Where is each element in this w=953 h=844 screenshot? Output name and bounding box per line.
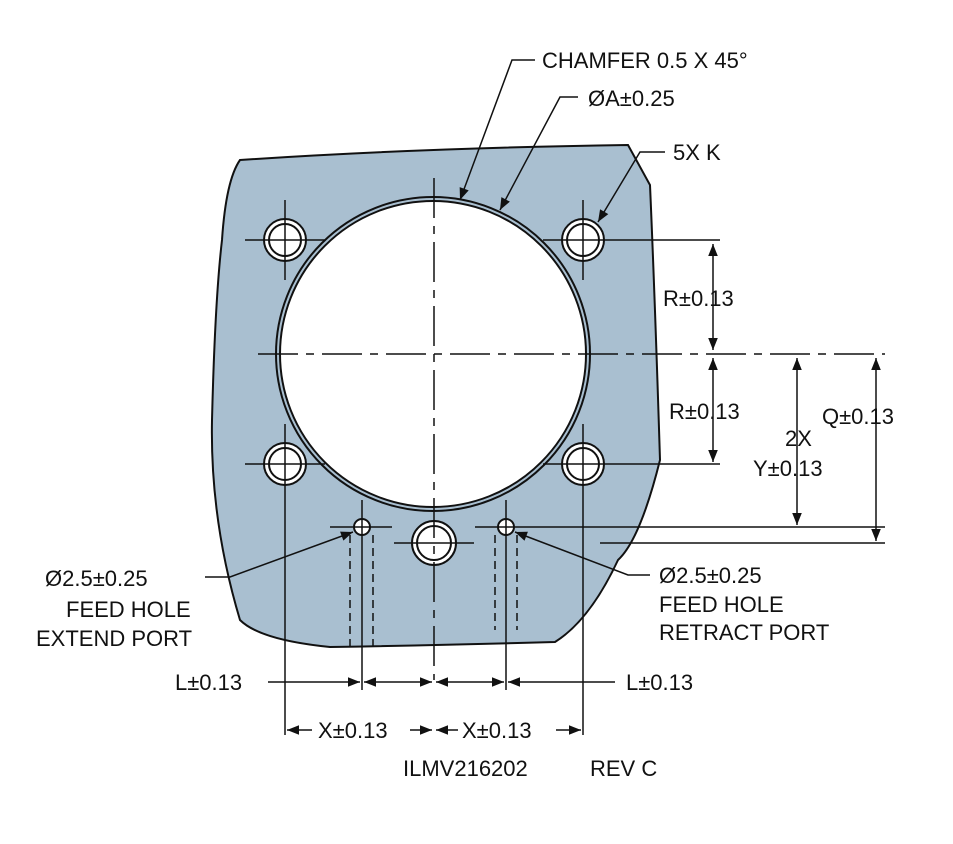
revision: REV C [590, 756, 657, 781]
feed-left-line2: EXTEND PORT [36, 626, 192, 651]
r-top-label: R±0.13 [663, 286, 734, 311]
x-right-label: X±0.13 [462, 718, 532, 743]
feed-right-line2: RETRACT PORT [659, 620, 829, 645]
dimension-lines [205, 59, 881, 735]
holes-k-label: 5X K [673, 140, 721, 165]
l-right-label: L±0.13 [626, 670, 693, 695]
feed-right-dia: Ø2.5±0.25 [659, 563, 762, 588]
l-left-label: L±0.13 [175, 670, 242, 695]
part-number: ILMV216202 [403, 756, 528, 781]
q-label: Q±0.13 [822, 404, 894, 429]
x-left-label: X±0.13 [318, 718, 388, 743]
chamfer-label: CHAMFER 0.5 X 45° [542, 48, 748, 73]
diameter-a-label: ØA±0.25 [588, 86, 675, 111]
feed-left-dia: Ø2.5±0.25 [45, 566, 148, 591]
y-count-label: 2X [785, 426, 812, 451]
center-lines [245, 178, 885, 735]
feed-right-line1: FEED HOLE [659, 592, 784, 617]
r-bottom-label: R±0.13 [669, 399, 740, 424]
feed-left-line1: FEED HOLE [66, 597, 191, 622]
y-label: Y±0.13 [753, 456, 823, 481]
